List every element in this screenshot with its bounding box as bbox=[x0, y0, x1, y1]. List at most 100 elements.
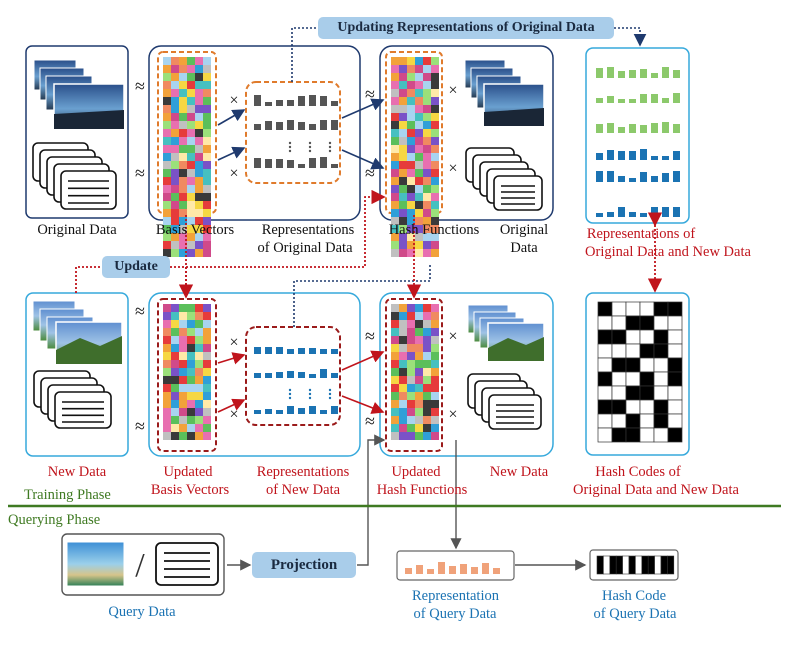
matrix-cell bbox=[171, 97, 179, 105]
matrix-cell bbox=[415, 193, 423, 201]
matrix-cell bbox=[399, 137, 407, 145]
matrix-cell bbox=[423, 328, 431, 336]
matrix-cell bbox=[415, 137, 423, 145]
dot bbox=[288, 141, 292, 145]
matrix-cell bbox=[431, 424, 439, 432]
matrix-cell bbox=[163, 225, 171, 233]
arrow-reps-to-hash-1 bbox=[341, 98, 385, 119]
matrix-cell bbox=[203, 185, 211, 193]
matrix-cell bbox=[415, 360, 423, 368]
matrix-cell bbox=[415, 73, 423, 81]
matrix-cell bbox=[171, 344, 179, 352]
matrix-cell bbox=[391, 129, 399, 137]
blue-bar bbox=[640, 213, 647, 217]
matrix-cell bbox=[179, 121, 187, 129]
matrix-cell bbox=[399, 57, 407, 65]
matrix-cell bbox=[171, 241, 179, 249]
matrix-cell bbox=[431, 312, 439, 320]
gray-bar bbox=[254, 124, 261, 130]
query-hash-box bbox=[589, 549, 679, 581]
hash-cell bbox=[653, 385, 669, 401]
matrix-cell bbox=[163, 384, 171, 392]
matrix-cell bbox=[423, 169, 431, 177]
dotted-update-to-hash bbox=[186, 189, 386, 268]
gray-bar bbox=[254, 158, 261, 168]
matrix-cell bbox=[195, 408, 203, 416]
matrix-cell bbox=[171, 193, 179, 201]
matrix-cell bbox=[171, 400, 179, 408]
matrix-cell bbox=[179, 249, 187, 257]
query-code-cell bbox=[641, 555, 649, 575]
matrix-cell bbox=[187, 145, 195, 153]
matrix-cell bbox=[431, 416, 439, 424]
photo-stack-new-right bbox=[467, 304, 545, 362]
matrix-cell bbox=[187, 225, 195, 233]
hash-cell bbox=[597, 413, 613, 429]
hash-cell bbox=[653, 301, 669, 317]
green-bar bbox=[618, 71, 625, 78]
blue-bar bbox=[618, 176, 625, 182]
matrix-cell bbox=[195, 336, 203, 344]
matrix-cell bbox=[415, 89, 423, 97]
arrow-reps-to-hash-2 bbox=[341, 149, 385, 170]
matrix-cell bbox=[203, 113, 211, 121]
matrix-cell bbox=[203, 161, 211, 169]
blue-bar bbox=[651, 156, 658, 160]
hash-cell bbox=[611, 371, 627, 387]
matrix-cell bbox=[203, 225, 211, 233]
matrix-cell bbox=[399, 225, 407, 233]
matrix-cell bbox=[187, 241, 195, 249]
times-sign-3: × bbox=[448, 82, 458, 99]
matrix-cell bbox=[407, 392, 415, 400]
matrix-cell bbox=[399, 65, 407, 73]
blue-bar bbox=[309, 406, 316, 414]
matrix-cell bbox=[171, 416, 179, 424]
representations-label: Representations bbox=[261, 222, 355, 238]
matrix-cell bbox=[423, 384, 431, 392]
arrow-projection-to-hash bbox=[357, 434, 386, 566]
matrix-cell bbox=[431, 209, 439, 217]
matrix-cell bbox=[195, 153, 203, 161]
matrix-group bbox=[163, 57, 439, 440]
blue-bar bbox=[254, 373, 261, 378]
gray-bar bbox=[331, 164, 338, 168]
hash-cell bbox=[597, 343, 613, 359]
matrix-cell bbox=[203, 432, 211, 440]
of-query-data-label: of Query Data bbox=[413, 606, 497, 622]
approx-sign-3: ≈ bbox=[365, 84, 375, 104]
matrix-cell bbox=[423, 217, 431, 225]
blue-bar bbox=[629, 212, 636, 217]
dot bbox=[328, 149, 332, 153]
matrix-cell bbox=[171, 65, 179, 73]
gray-bar bbox=[287, 100, 294, 106]
matrix-cell bbox=[423, 352, 431, 360]
matrix-cell bbox=[179, 129, 187, 137]
matrix-cell bbox=[163, 320, 171, 328]
matrix-cell bbox=[203, 193, 211, 201]
matrix-cell bbox=[179, 304, 187, 312]
matrix-cell bbox=[203, 352, 211, 360]
matrix-cell bbox=[399, 217, 407, 225]
approx-sign-2: ≈ bbox=[135, 163, 145, 183]
matrix-cell bbox=[415, 368, 423, 376]
blue-bar bbox=[673, 151, 680, 160]
query-document bbox=[155, 542, 219, 586]
matrix-cell bbox=[431, 400, 439, 408]
hash-codes-line1: Hash Codes of bbox=[595, 464, 681, 480]
gray-bar bbox=[265, 159, 272, 168]
hash-cell bbox=[667, 399, 683, 415]
query-rep-box bbox=[396, 550, 515, 581]
matrix-cell bbox=[423, 424, 431, 432]
new-data-right-label: New Data bbox=[489, 464, 549, 480]
hash-cell bbox=[597, 385, 613, 401]
matrix-cell bbox=[423, 225, 431, 233]
matrix-cell bbox=[195, 344, 203, 352]
matrix-cell bbox=[431, 304, 439, 312]
blue-bar bbox=[320, 369, 327, 378]
green-bar bbox=[662, 67, 669, 78]
matrix-cell bbox=[179, 153, 187, 161]
matrix-cell bbox=[391, 241, 399, 249]
matrix-cell bbox=[203, 344, 211, 352]
matrix-cell bbox=[423, 65, 431, 73]
matrix-cell bbox=[391, 368, 399, 376]
